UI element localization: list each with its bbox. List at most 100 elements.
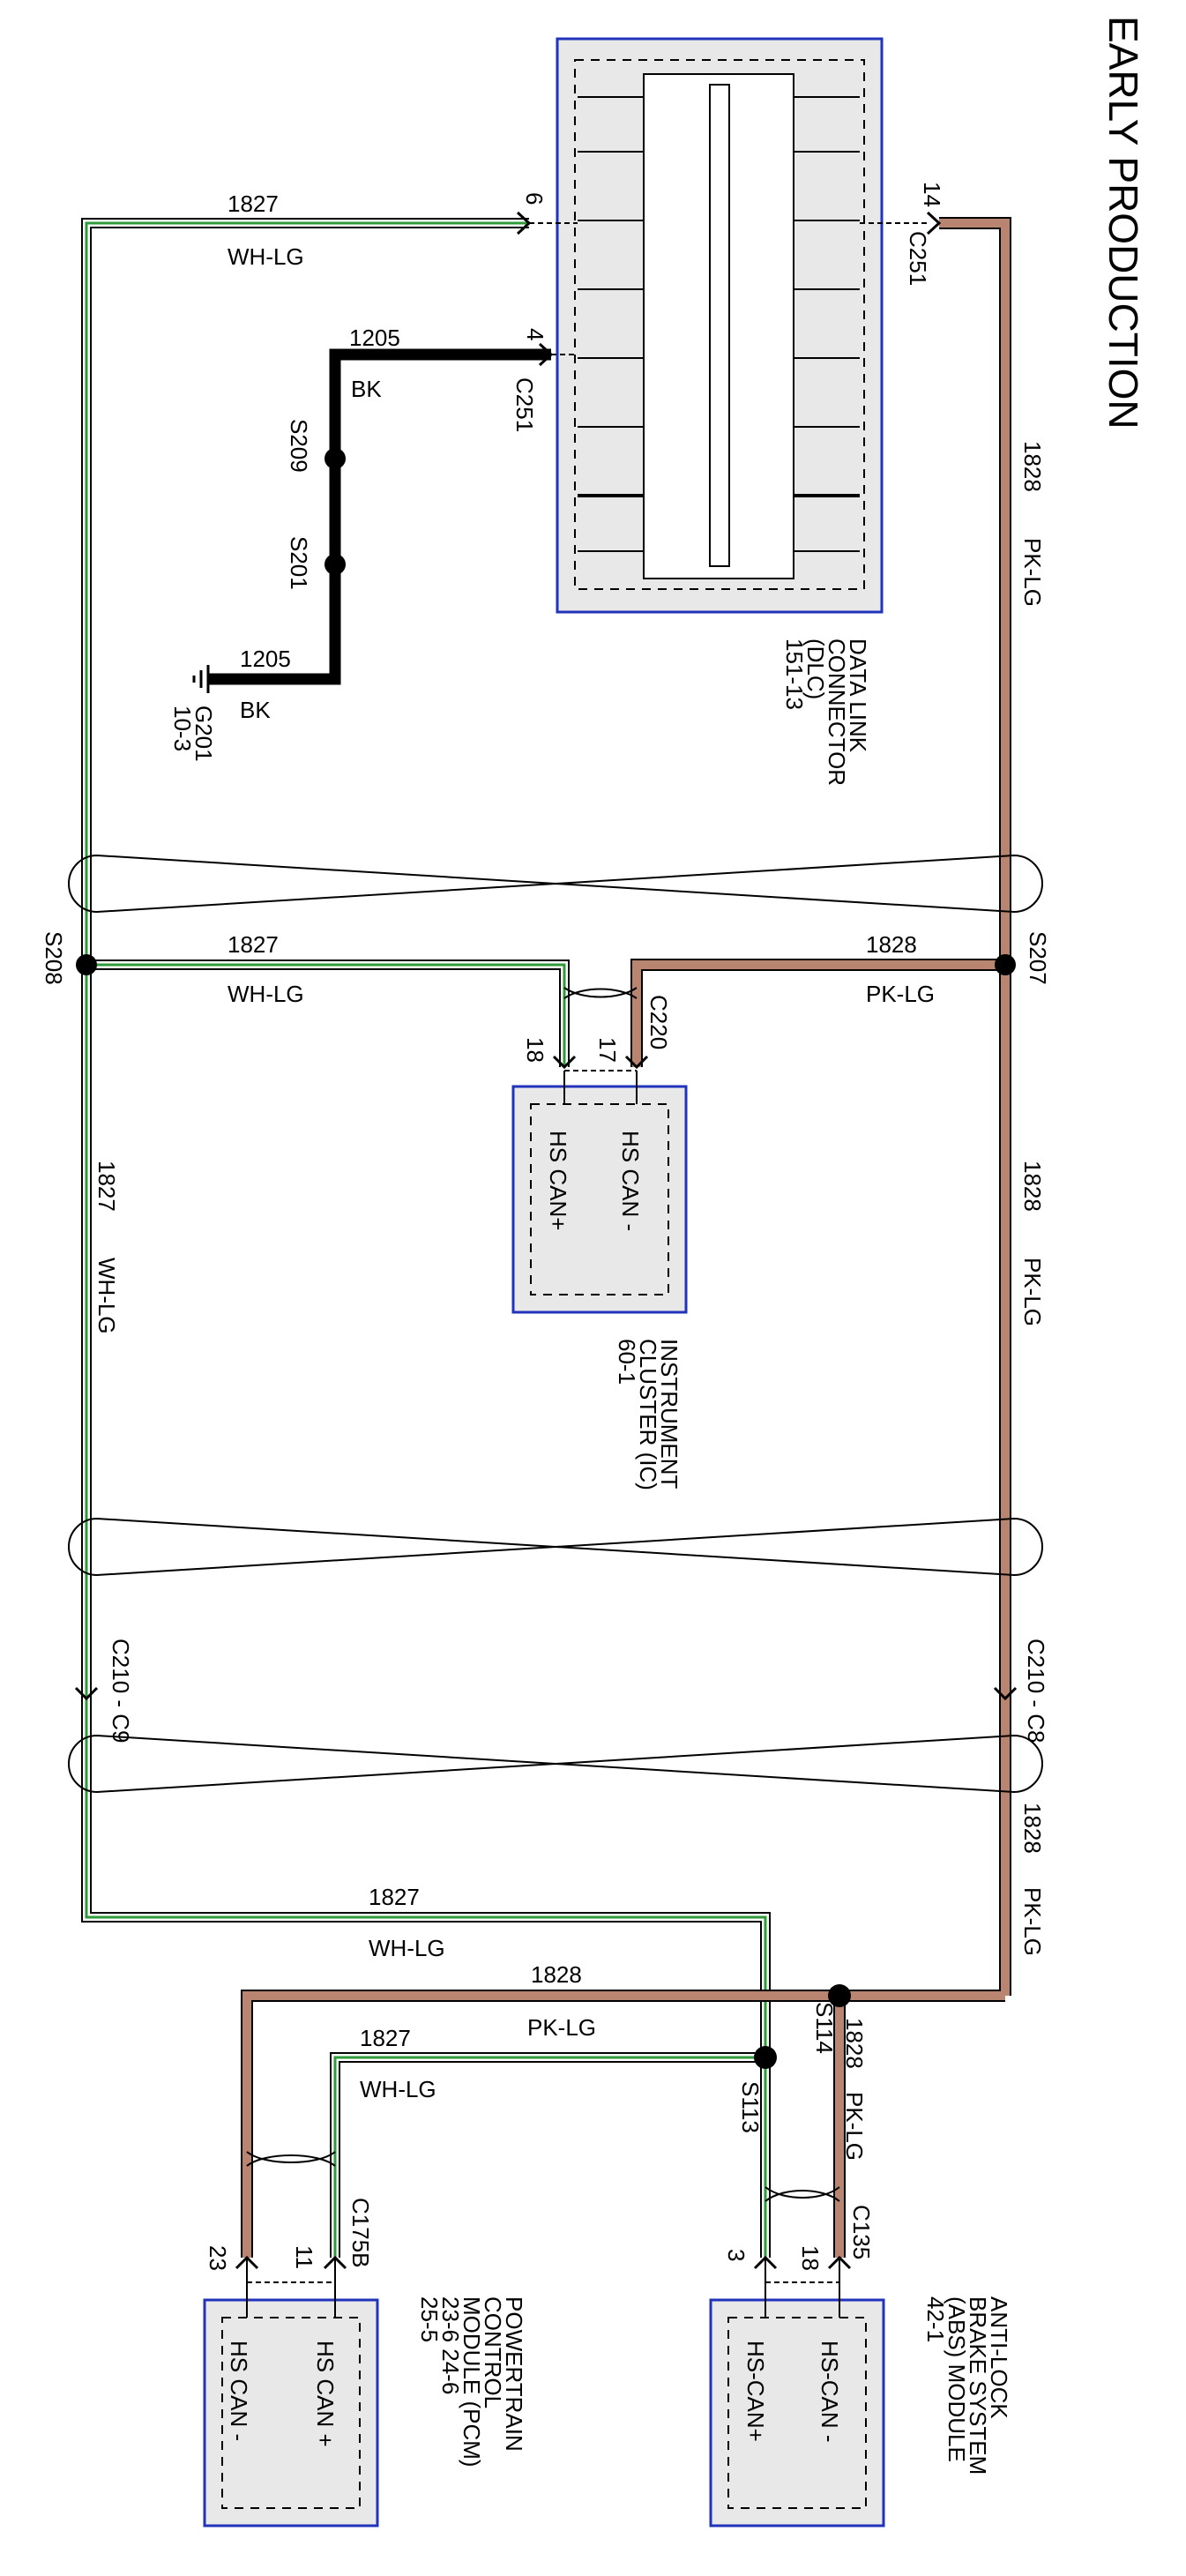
c210-c8-label: C210 - C8 — [1023, 1639, 1049, 1743]
wire-1828-mid-color: PK-LG — [1019, 1258, 1046, 1326]
splice-s114-dot — [828, 1984, 851, 2007]
wire-1828-lower-h-circuit: 1828 — [531, 1961, 582, 1988]
dlc-c251-top-label: C251 — [905, 231, 931, 286]
ic-twisted-pair — [563, 987, 638, 999]
pcm-pin-11-label: 11 — [291, 2245, 317, 2269]
pcm-inner-dashed — [221, 2317, 361, 2509]
ic-name-line-3: 60-1 — [614, 1339, 640, 1385]
pcm-wire-1827-color: WH-LG — [360, 2076, 436, 2102]
wire-1828-top-color: PK-LG — [1019, 538, 1046, 607]
abs-module — [709, 2258, 885, 2527]
splice-s113-label: S113 — [737, 2081, 764, 2133]
ic-pin-18-label: 18 — [522, 1037, 548, 1063]
wire-1828-mid-circuit: 1828 — [1019, 1161, 1046, 1212]
ic-outline — [511, 1085, 688, 1314]
dlc-c251-mid-label: C251 — [511, 377, 538, 432]
ic-label-plus: HS CAN+ — [545, 1131, 571, 1230]
dlc-name-line-4: 151-13 — [781, 638, 808, 710]
wire-1828-pk-lg-network — [241, 217, 1011, 2258]
splice-s208-dot — [76, 954, 97, 975]
ground-circuit-bottom: 1205 — [240, 646, 291, 672]
pcm-name-line-2: CONTROL — [480, 2296, 506, 2408]
abs-name-line-1: ANTI-LOCK — [986, 2296, 1012, 2419]
splice-s201-label: S201 — [286, 536, 312, 590]
harness-break-1 — [68, 854, 1043, 914]
abs-outline — [709, 2298, 885, 2527]
splice-s209-dot — [324, 448, 346, 469]
pcm-outline — [203, 2298, 379, 2527]
c210-c9-arrow — [74, 1686, 99, 1701]
ic-connector-label: C220 — [645, 995, 672, 1049]
splice-s207-dot — [995, 954, 1016, 975]
wire-1827-top-color: WH-LG — [228, 243, 304, 270]
ground-color-bottom: BK — [240, 697, 271, 723]
abs-name-line-2: BRAKE SYSTEM — [965, 2296, 991, 2475]
ground-wire — [208, 348, 551, 685]
ic-pin-17-label: 17 — [594, 1037, 621, 1063]
wire-1827-wh-lg-network — [81, 218, 771, 2258]
pcm-connector-label: C175B — [347, 2198, 374, 2268]
abs-name-line-4: 42-1 — [922, 2296, 949, 2342]
dlc-pin-14-label: 14 — [919, 182, 945, 207]
ground-circuit-top: 1205 — [349, 325, 400, 351]
wire-1828-top-circuit: 1828 — [1019, 441, 1046, 492]
dlc-inner-dashed — [574, 59, 865, 590]
pcm-label-plus: HS CAN + — [312, 2341, 339, 2447]
splice-s114-label: S114 — [811, 2002, 838, 2054]
ic-pin-17-arrow — [624, 1055, 649, 1070]
ic-name-line-2: CLUSTER (IC) — [635, 1339, 661, 1490]
abs-wire-1828-circuit: 1828 — [841, 2018, 868, 2069]
pcm-module — [203, 2258, 379, 2527]
wire-1828-lower-color: PK-LG — [1019, 1887, 1046, 1956]
ic-wire-1827-circuit: 1827 — [228, 931, 279, 958]
pcm-name-line-3: MODULE (PCM) — [459, 2296, 485, 2468]
pcm-label-minus: HS CAN - — [226, 2341, 252, 2441]
wire-1827-mid-color: WH-LG — [93, 1258, 120, 1334]
wire-1828-lower-circuit: 1828 — [1019, 1803, 1046, 1854]
dlc-key — [709, 84, 730, 567]
ic-wire-1827-color: WH-LG — [228, 981, 304, 1007]
dlc-pin-4-label: 4 — [522, 328, 548, 340]
ic-name-line-1: INSTRUMENT — [656, 1339, 683, 1490]
abs-twisted-pair — [765, 2186, 840, 2202]
splice-s209-label: S209 — [286, 419, 312, 473]
dlc-pin-lines — [578, 96, 860, 552]
splice-s208-label: S208 — [41, 931, 67, 985]
wire-1827-lower-color: WH-LG — [369, 1935, 445, 1961]
c210-c9-label: C210 - C9 — [108, 1639, 134, 1743]
abs-name-line-3: (ABS) MODULE — [944, 2296, 970, 2462]
ground-color-top: BK — [351, 376, 382, 402]
dlc-module — [556, 37, 884, 614]
wire-1827-top-circuit: 1827 — [228, 190, 279, 217]
dlc-pin-14-arrow — [926, 211, 942, 235]
dlc-name-line-1: DATA LINK — [845, 638, 871, 753]
abs-connector-label: C135 — [848, 2205, 875, 2259]
ic-inner-dashed — [530, 1103, 669, 1295]
abs-pin-18-label: 18 — [797, 2245, 824, 2271]
pcm-wire-1827-circuit: 1827 — [360, 2025, 411, 2051]
abs-inner-dashed — [727, 2317, 867, 2509]
wire-1827-lower-circuit: 1827 — [369, 1884, 420, 1910]
dlc-name-line-3: (DLC) — [802, 638, 829, 699]
ic-label-minus: HS CAN - — [617, 1131, 644, 1231]
ic-wire-1828-circuit: 1828 — [866, 931, 917, 958]
abs-wire-1828-color: PK-LG — [841, 2092, 868, 2161]
pcm-twisted-pair — [246, 2151, 336, 2167]
abs-pin-3-label: 3 — [723, 2249, 750, 2261]
harness-break-2 — [68, 1517, 1043, 1577]
ic-pin-18-arrow — [552, 1055, 577, 1070]
pcm-pin-23-label: 23 — [205, 2245, 231, 2271]
abs-label-plus: HS-CAN+ — [742, 2341, 769, 2442]
splice-s113-dot — [754, 2046, 777, 2069]
c210-c8-arrow — [993, 1686, 1018, 1701]
ground-ref: 10-3 — [169, 706, 196, 751]
wire-1827-mid-circuit: 1827 — [93, 1161, 120, 1212]
ic-wire-1828-color: PK-LG — [866, 981, 935, 1007]
splice-s201-dot — [324, 554, 346, 575]
pcm-name-line-1: POWERTRAIN — [501, 2296, 527, 2452]
wire-1828-lower-h-color: PK-LG — [527, 2014, 596, 2041]
pcm-name-line-4: 23-6 24-6 — [437, 2296, 464, 2394]
ic-module — [511, 1071, 688, 1314]
